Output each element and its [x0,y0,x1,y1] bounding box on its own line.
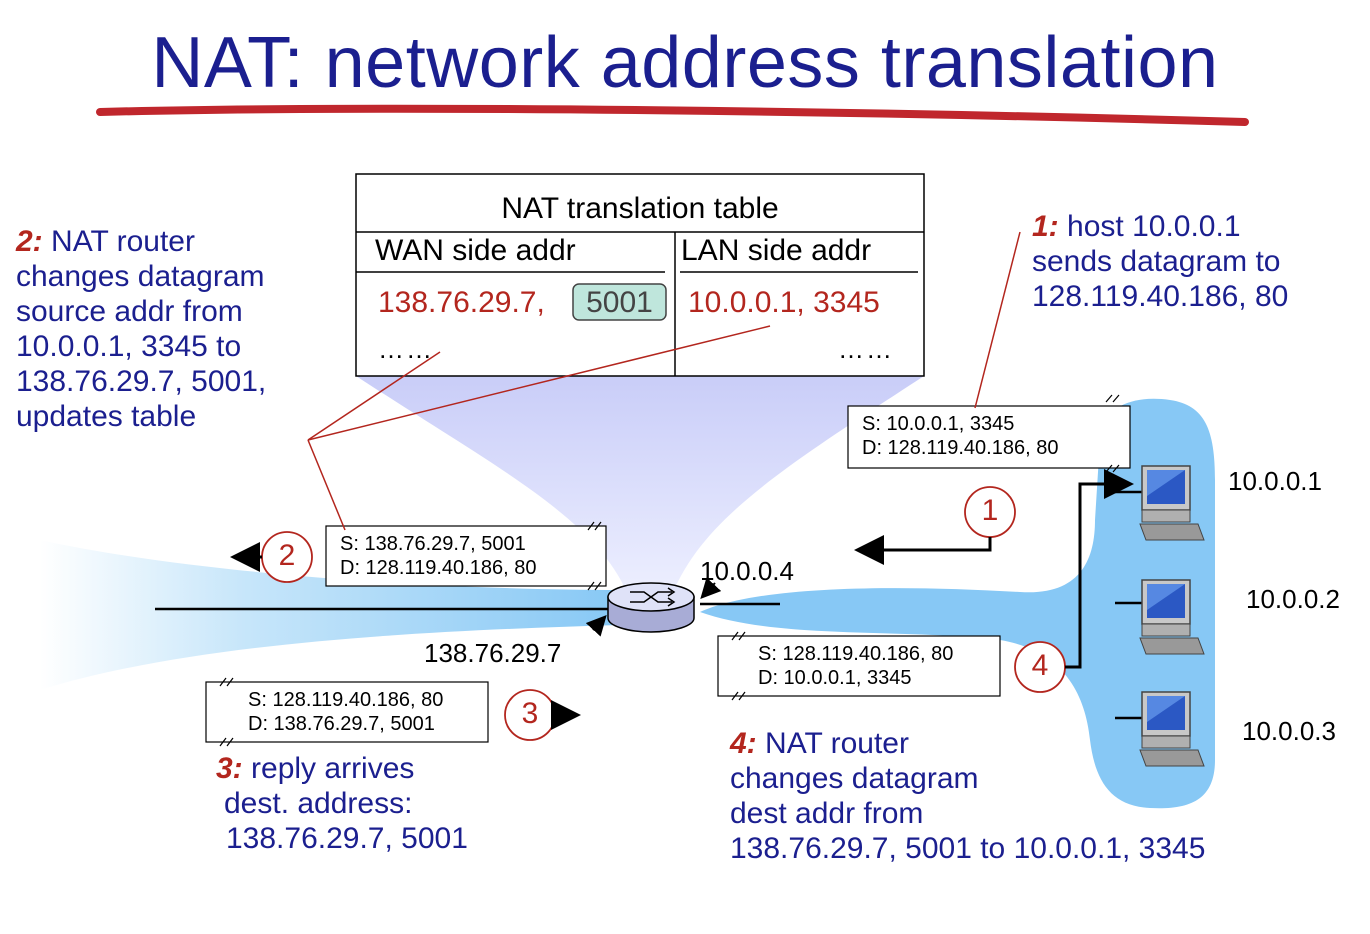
annotation-step-1-line: sends datagram to [1032,245,1281,278]
packet-1-dst: D: 128.119.40.186, 80 [862,437,1059,459]
router-wan-address: 138.76.29.7 [424,638,562,668]
packet-2-dst: D: 128.119.40.186, 80 [340,557,537,579]
annotation-step-1-line: 128.119.40.186, 80 [1032,280,1289,313]
packet-2-label: S: 138.76.29.7, 5001 D: 128.119.40.186, … [340,532,536,580]
callout-step1 [974,231,1021,409]
annotation-step-3-num: 3: [216,752,243,785]
packet-1-box [847,394,1131,473]
packet-3-box [205,677,489,747]
lan-cloud [700,398,1215,809]
annotation-step-2-num: 2: [16,225,43,258]
table-lan-addr: 10.0.0.1, 3345 [688,286,880,319]
host-2-address: 10.0.0.2 [1246,584,1340,614]
annotation-step-4-line: NAT router [765,727,909,760]
packet-2-src: S: 138.76.29.7, 5001 [340,533,526,555]
packet-4-src: S: 128.119.40.186, 80 [758,643,954,665]
host-computer-icon [1139,465,1205,541]
annotation-step-4-line: changes datagram [730,762,979,795]
table-wan-ip: 138.76.29.7, [378,286,545,319]
annotation-step-4-line: 138.76.29.7, 5001 to 10.0.0.1, 3345 [730,832,1206,865]
packet-3-dst: D: 138.76.29.7, 5001 [248,713,435,735]
table-caption: NAT translation table [501,192,779,225]
table-ellipsis-right: …… [838,334,894,364]
packet-3-src: S: 128.119.40.186, 80 [248,689,444,711]
annotation-step-1-num: 1: [1032,210,1059,243]
annotation-step-3-line: dest. address: [224,787,413,820]
packet-4-label: S: 128.119.40.186, 80 D: 10.0.0.1, 3345 [758,642,953,690]
router-lan-address: 10.0.0.4 [700,556,794,586]
host-1-address: 10.0.0.1 [1228,466,1322,496]
wan-link-band [40,540,620,690]
table-wan-port: 5001 [586,286,653,319]
callout-step2-packet [307,439,346,531]
nat-translation-table [355,173,925,377]
packet-4-box [717,631,1001,701]
host-computer-icon [1139,579,1205,655]
packet-3-label: S: 128.119.40.186, 80 D: 138.76.29.7, 50… [248,688,443,736]
annotation-step-2-line: updates table [16,400,197,433]
annotation-step-3-line: 138.76.29.7, 5001 [226,822,468,855]
annotation-step-2-line: changes datagram [16,260,265,293]
step-3-number: 3 [521,697,539,730]
table-ellipsis-left: …… [378,334,434,364]
annotation-step-2-line: 138.76.29.7, 5001, [16,365,267,398]
table-col-lan: LAN side addr [681,234,872,267]
annotation-step-2: 2: NAT router changes datagram source ad… [16,224,266,434]
step-4-number: 4 [1031,649,1049,682]
router-lan-pointer [700,577,722,599]
packet-1-src: S: 10.0.0.1, 3345 [862,413,1015,435]
packet-4-dst: D: 10.0.0.1, 3345 [758,667,912,689]
table-cone [356,376,924,600]
table-col-wan: WAN side addr [375,234,576,267]
callout-step2-lan [307,325,771,441]
callout-step2-wan [307,351,441,441]
annotation-step-2-line: 10.0.0.1, 3345 to [16,330,242,363]
annotation-step-4-line: dest addr from [730,797,924,830]
annotation-step-3: 3: reply arrives dest. address: 138.76.2… [216,751,468,856]
annotation-step-4-num: 4: [730,727,757,760]
page-title: NAT: network address translation [151,23,1219,103]
annotation-step-3-line: reply arrives [251,752,415,785]
router-wan-pointer [585,615,607,637]
packet-2-box [325,521,607,591]
annotation-step-2-line: NAT router [51,225,195,258]
annotation-step-1-line: host 10.0.0.1 [1067,210,1241,243]
annotation-step-1: 1: host 10.0.0.1 sends datagram to 128.1… [1032,209,1288,314]
annotation-step-2-line: source addr from [16,295,243,328]
packet-1-label: S: 10.0.0.1, 3345 D: 128.119.40.186, 80 [862,412,1058,460]
step-1-flow-arrow [854,535,992,565]
router-icon [607,582,695,633]
step-1-number: 1 [981,494,999,527]
step-4-flow-arrow [1065,469,1134,669]
host-3-address: 10.0.0.3 [1242,716,1336,746]
step-2-number: 2 [278,539,296,572]
annotation-step-4: 4: NAT router changes datagram dest addr… [730,726,1205,866]
host-computer-icon [1139,691,1205,767]
title-underline [96,104,1249,126]
